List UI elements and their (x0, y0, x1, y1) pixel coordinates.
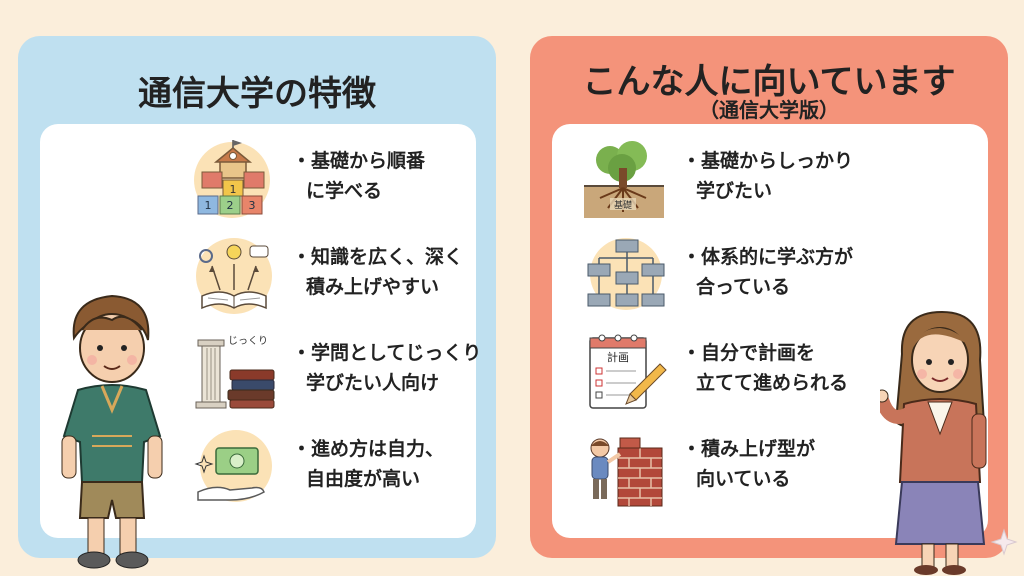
features-title: 通信大学の特徴 (138, 74, 376, 114)
suitability-item: 計画 ・自分で計画を 立てて進められる (552, 324, 988, 418)
suitability-item: ・積み上げ型が 向いている (552, 420, 988, 514)
suitability-line1: ・体系的に学ぶ方が (682, 246, 854, 268)
student-boy-illustration (52, 286, 172, 576)
feature-item: じっくり ・学問としてじっくり 学びたい人向け (40, 324, 481, 418)
suitability-item: ・体系的に学ぶ方が 合っている (552, 228, 988, 322)
suitability-subtitle: （通信大学版） (699, 98, 839, 122)
feature-line2: 自由度が高い (306, 468, 421, 490)
feature-item: ・進め方は自力、 自由度が高い (40, 420, 476, 514)
feature-line1: ・知識を広く、深く (292, 246, 464, 268)
suitability-text: ・基礎からしっかり 学びたい (682, 146, 982, 206)
tree-roots-icon: 基礎 (580, 138, 670, 222)
flowchart-icon (580, 234, 670, 318)
planner-pencil-icon: 計画 (580, 330, 670, 414)
feature-text: ・進め方は自力、 自由度が高い (292, 434, 482, 494)
suitability-text: ・自分で計画を 立てて進められる (682, 338, 982, 398)
feature-line2: 学びたい人向け (306, 372, 440, 394)
suitability-title: こんな人に向いています (582, 62, 956, 102)
column-books-icon: じっくり (190, 330, 280, 414)
feature-line1: ・学問としてじっくり (292, 342, 482, 364)
feature-line1: ・進め方は自力、 (292, 438, 445, 460)
feature-text: ・学問としてじっくり 学びたい人向け (292, 338, 482, 398)
feature-text: ・知識を広く、深く 積み上げやすい (292, 242, 482, 302)
feature-text: ・基礎から順番 に学べる (292, 146, 482, 206)
suitability-line1: ・基礎からしっかり (682, 150, 854, 172)
open-book-ideas-icon (190, 234, 280, 318)
suitability-line2: 向いている (696, 468, 791, 490)
feature-line2: に学べる (306, 180, 383, 202)
brick-wall-icon (580, 426, 670, 510)
suitability-text: ・積み上げ型が 向いている (682, 434, 982, 494)
feature-item: 1 1 2 3 ・基礎から順番 に学べる (40, 132, 476, 226)
svg-text:2: 2 (227, 199, 234, 212)
money-hand-icon (190, 426, 280, 510)
suitability-text: ・体系的に学ぶ方が 合っている (682, 242, 982, 302)
suitability-line1: ・自分で計画を (682, 342, 816, 364)
suitability-line2: 立てて進められる (696, 372, 849, 394)
svg-text:1: 1 (205, 199, 212, 212)
feature-line1: ・基礎から順番 (292, 150, 426, 172)
teacher-woman-illustration (875, 304, 1000, 576)
svg-text:計画: 計画 (607, 350, 629, 364)
sparkle-icon (990, 528, 1018, 556)
svg-text:1: 1 (230, 183, 237, 196)
suitability-line2: 合っている (696, 276, 791, 298)
school-blocks-icon: 1 1 2 3 (190, 138, 280, 222)
svg-text:基礎: 基礎 (614, 199, 632, 211)
feature-item: ・知識を広く、深く 積み上げやすい (40, 228, 476, 322)
suitability-line2: 学びたい (696, 180, 773, 202)
feature-line2: 積み上げやすい (306, 276, 440, 298)
suitability-line1: ・積み上げ型が (682, 438, 816, 460)
svg-text:じっくり: じっくり (228, 335, 268, 347)
svg-text:3: 3 (249, 199, 256, 212)
suitability-item: 基礎 ・基礎からしっかり 学びたい (552, 132, 988, 226)
